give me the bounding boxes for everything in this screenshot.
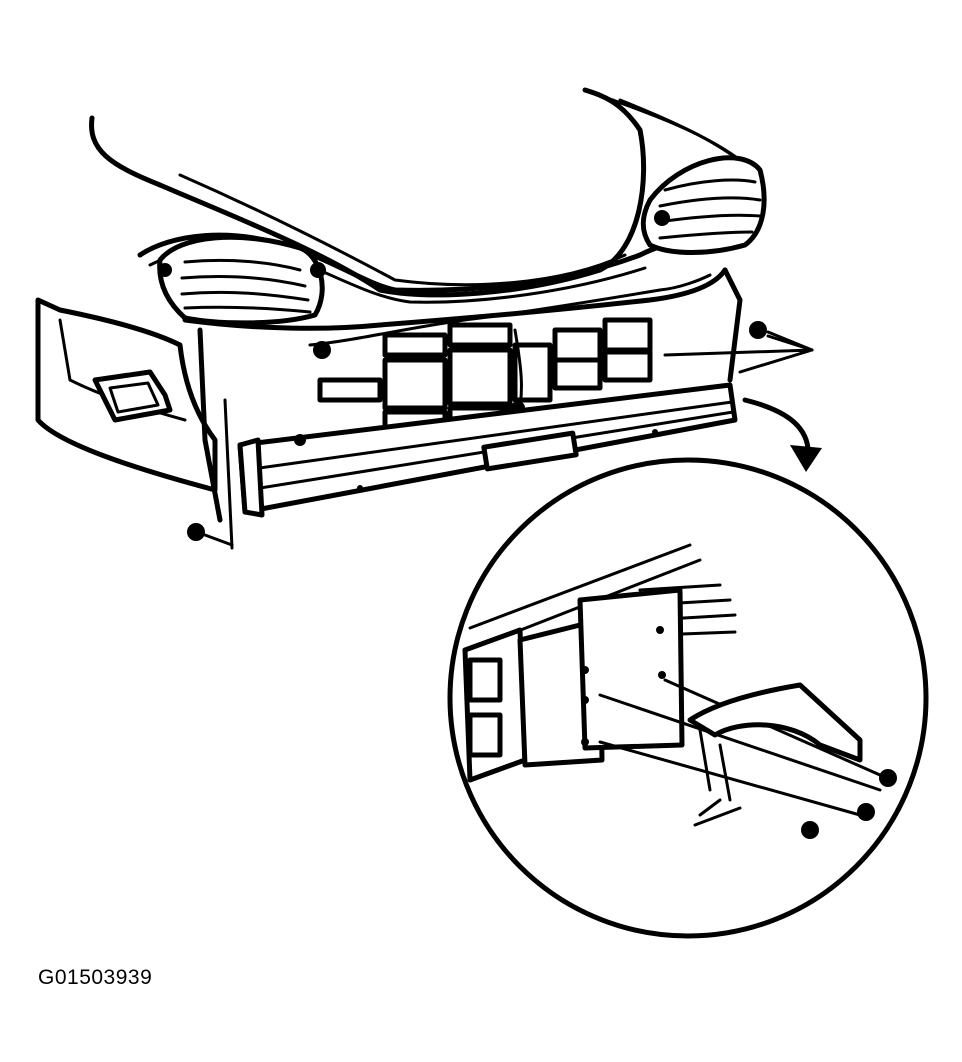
bolt-upper-right <box>749 321 814 352</box>
left-tail-lamp <box>157 234 326 326</box>
bolt-lower-left <box>187 523 234 547</box>
pointer-line-left <box>223 398 234 550</box>
detail-view-circle <box>447 457 929 939</box>
figure-id-label: G01503939 <box>38 966 153 989</box>
impact-bar <box>237 382 738 518</box>
fasteners <box>187 321 814 550</box>
pointer-line-right <box>663 348 814 374</box>
right-tail-lamp <box>640 155 767 255</box>
detail-arrow-icon <box>742 397 822 472</box>
rear-body-panel <box>182 267 743 523</box>
left-fascia-side <box>35 297 218 493</box>
